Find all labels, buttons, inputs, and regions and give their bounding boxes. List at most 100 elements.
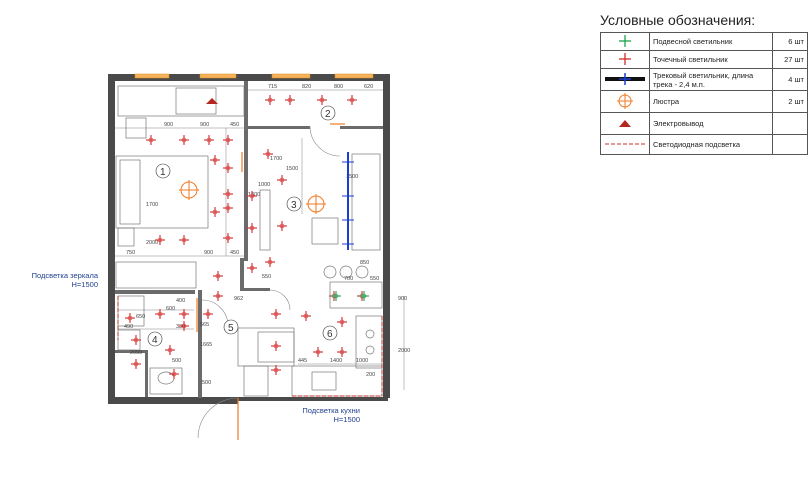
svg-text:1665: 1665 (200, 342, 212, 348)
spot-light-icon (277, 175, 287, 185)
spot-light-icon (277, 221, 287, 231)
legend-title: Условные обозначения: (600, 12, 756, 28)
svg-text:1: 1 (160, 167, 166, 178)
svg-text:200: 200 (366, 372, 375, 378)
spot-light-icon (265, 257, 275, 267)
dimension-lines (115, 89, 405, 390)
svg-text:500: 500 (202, 380, 211, 386)
svg-text:500: 500 (172, 358, 181, 364)
svg-text:450: 450 (230, 122, 239, 128)
legend-row: Светодиодная подсветка (600, 134, 808, 155)
spot-light-icon (263, 149, 273, 159)
spot-light-icon (337, 317, 347, 327)
dimension-labels: 715 820 800 620 900 900 450 1700 1300 75… (124, 84, 410, 386)
svg-text:2000: 2000 (398, 348, 410, 354)
spot-light-icon (155, 309, 165, 319)
spot-light-icon (313, 347, 323, 357)
spot-light-icon (165, 345, 175, 355)
svg-text:1700: 1700 (270, 156, 282, 162)
svg-text:6: 6 (327, 329, 333, 340)
spot-light-icon (179, 235, 189, 245)
svg-text:2: 2 (325, 109, 331, 120)
svg-text:820: 820 (302, 84, 311, 90)
electric-outlet-icon (619, 119, 631, 127)
svg-text:1000: 1000 (356, 358, 368, 364)
spot-light-icon (223, 203, 233, 213)
svg-text:600: 600 (166, 306, 175, 312)
spot-light-icon (179, 309, 189, 319)
spot-light-icon (213, 271, 223, 281)
pendant-light-icon (331, 291, 341, 301)
exterior-walls (108, 74, 390, 404)
legend-row: Электровывод (600, 112, 808, 135)
spot-light-icon (131, 335, 141, 345)
svg-text:900: 900 (398, 296, 407, 302)
svg-text:900: 900 (204, 250, 213, 256)
svg-text:450: 450 (230, 250, 239, 256)
svg-text:715: 715 (268, 84, 277, 90)
legend-row: Люстра 2 шт (600, 90, 808, 113)
svg-text:1500: 1500 (286, 166, 298, 172)
led-strip-icon (605, 143, 645, 145)
svg-text:2000: 2000 (146, 240, 158, 246)
legend: Условные обозначения: Подвесной светильн… (600, 12, 808, 155)
track-light-icon (605, 72, 645, 85)
spot-light-icon (247, 191, 257, 201)
spot-light-icon (223, 135, 233, 145)
svg-text:445: 445 (298, 358, 307, 364)
kitchen-led-note: Подсветка кухни H=1500 (302, 406, 360, 424)
svg-text:490: 490 (124, 324, 133, 330)
svg-text:4: 4 (152, 335, 158, 346)
cross-green-icon (619, 34, 631, 47)
svg-text:650: 650 (136, 314, 145, 320)
spot-light-icon (337, 347, 347, 357)
doors (197, 125, 341, 439)
spot-light-icon (265, 95, 275, 105)
mirror-led-note: Подсветка зеркала H=1500 (31, 271, 98, 289)
windows (134, 73, 374, 79)
spot-light-icon (210, 155, 220, 165)
spot-light-icon (210, 207, 220, 217)
spot-light-icon (203, 309, 213, 319)
svg-text:700: 700 (344, 276, 353, 282)
svg-text:1400: 1400 (330, 358, 342, 364)
spot-light-icon (179, 135, 189, 145)
svg-text:400: 400 (176, 298, 185, 304)
spot-light-icon (317, 95, 327, 105)
door-leaves (196, 123, 345, 440)
svg-text:1500: 1500 (346, 174, 358, 180)
pendant-lights (331, 291, 369, 301)
room-labels: 1 2 3 4 5 6 (147, 105, 338, 347)
svg-text:2050: 2050 (130, 350, 142, 356)
interior-walls (115, 81, 383, 398)
chandelier-icon (617, 92, 633, 109)
spot-light-icon (223, 189, 233, 199)
spot-light-icon (155, 235, 165, 245)
svg-text:550: 550 (370, 276, 379, 282)
svg-text:850: 850 (360, 260, 369, 266)
electric-outlet-icon (206, 98, 218, 104)
furniture (115, 85, 383, 397)
svg-text:900: 900 (164, 122, 173, 128)
svg-text:1700: 1700 (146, 202, 158, 208)
svg-text:3: 3 (291, 200, 297, 211)
svg-text:1300: 1300 (248, 192, 260, 198)
legend-row: Трековый светильник, длина трека - 2,4 м… (600, 68, 808, 91)
svg-text:330: 330 (176, 324, 185, 330)
legend-table: Подвесной светильник 6 шт Точечный свети… (600, 32, 808, 155)
spot-light-icon (131, 359, 141, 369)
spot-light-icon (247, 263, 257, 273)
spot-light-icon (179, 321, 189, 331)
svg-text:550: 550 (262, 274, 271, 280)
svg-text:5: 5 (228, 323, 234, 334)
spot-light-icon (223, 163, 233, 173)
led-strips (117, 296, 383, 397)
svg-text:962: 962 (234, 296, 243, 302)
svg-text:900: 900 (200, 122, 209, 128)
legend-row: Точечный светильник 27 шт (600, 50, 808, 69)
spot-light-icon (301, 311, 311, 321)
svg-text:1000: 1000 (258, 182, 270, 188)
legend-row: Подвесной светильник 6 шт (600, 32, 808, 51)
floor-plan: 715 820 800 620 900 900 450 1700 1300 75… (108, 73, 410, 440)
svg-text:565: 565 (200, 322, 209, 328)
